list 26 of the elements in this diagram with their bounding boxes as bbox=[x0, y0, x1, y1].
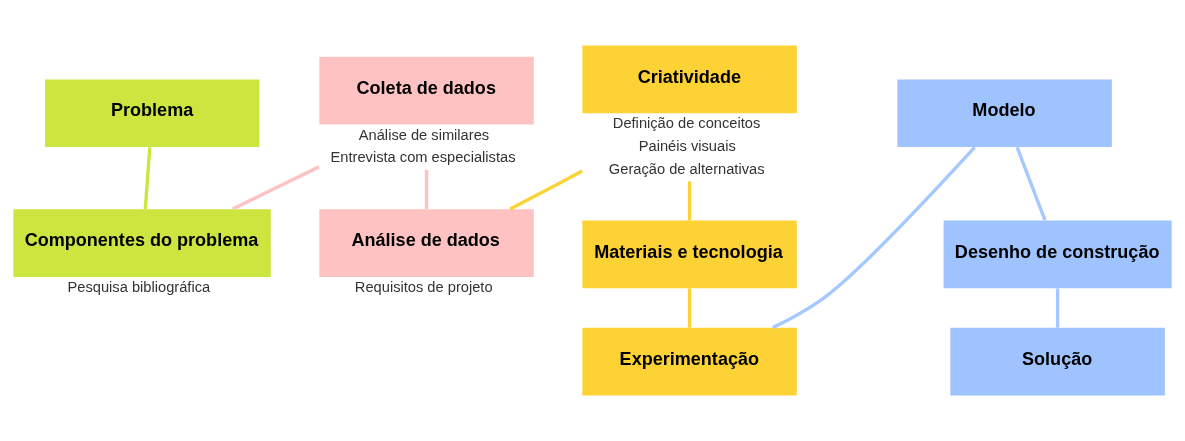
node-box: Experimentação bbox=[582, 327, 797, 396]
node-label: Requisitos de projeto bbox=[354, 279, 493, 296]
node-box: Materiais e tecnologia bbox=[582, 220, 797, 289]
node-box: Solução bbox=[950, 327, 1165, 396]
node-box: Criatividade bbox=[582, 45, 797, 114]
connector bbox=[687, 288, 692, 328]
node-box: Problema bbox=[44, 79, 260, 148]
connector bbox=[1055, 288, 1060, 328]
node-label: Pesquisa bibliográfica bbox=[67, 279, 211, 296]
connector bbox=[231, 165, 320, 211]
node-box: Desenho de construção bbox=[943, 220, 1172, 289]
node-box: Coleta de dados bbox=[319, 56, 534, 125]
node-label: Definição de conceitos bbox=[612, 115, 761, 132]
node-box: Modelo bbox=[897, 79, 1112, 148]
connector bbox=[687, 181, 692, 221]
node-box: Análise de dados bbox=[319, 209, 534, 277]
node-box: Componentes do problema bbox=[13, 209, 271, 277]
node-label: Geração de alternativas bbox=[608, 160, 765, 177]
connector bbox=[424, 170, 429, 210]
connector bbox=[772, 146, 976, 330]
connector bbox=[143, 147, 152, 210]
node-label: Entrevista com especialistas bbox=[330, 149, 516, 166]
node-label: Análise de similares bbox=[358, 126, 490, 143]
connector bbox=[1015, 146, 1047, 221]
node-label: Painéis visuais bbox=[638, 137, 736, 154]
connector bbox=[509, 169, 583, 211]
